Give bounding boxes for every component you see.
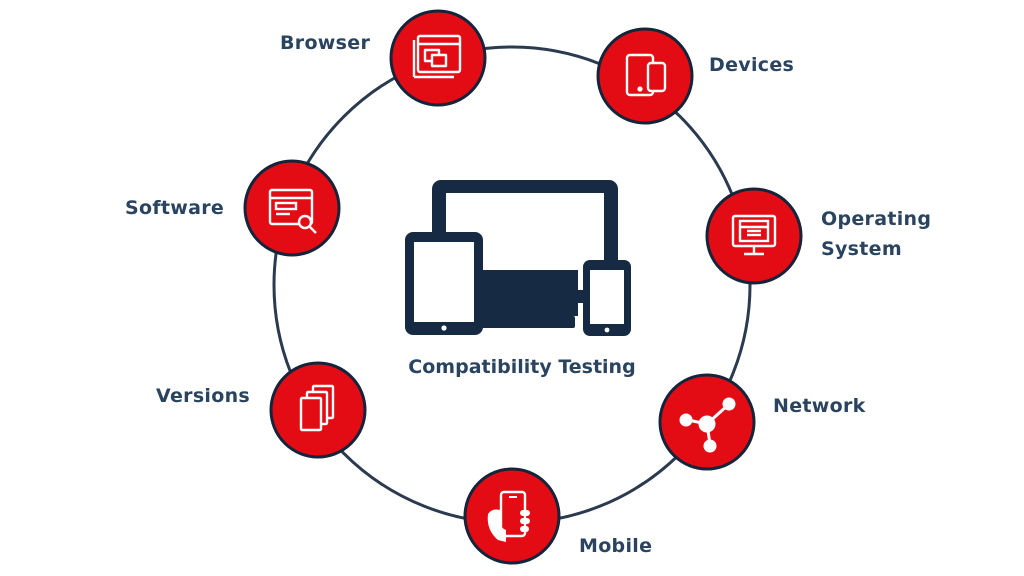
label-software: Software [125, 197, 225, 219]
label-operating-system-line1: Operating [821, 208, 932, 230]
node-software [243, 159, 341, 257]
node-devices [596, 27, 694, 125]
node-operating-system [705, 187, 803, 285]
browser-windows-icon [412, 34, 462, 79]
diagram-title: Compatibility Testing [408, 356, 636, 378]
network-nodes-icon [679, 397, 736, 453]
node-mobile [463, 467, 561, 565]
node-versions [269, 361, 367, 459]
multi-device-icon [405, 180, 631, 336]
hand-phone-icon [487, 490, 530, 542]
label-mobile: Mobile [579, 535, 653, 557]
label-versions: Versions [156, 385, 251, 407]
tablet-phone-icon [625, 53, 667, 97]
monitor-window-icon [731, 214, 777, 256]
label-browser: Browser [280, 32, 371, 54]
label-operating-system-line2: System [821, 238, 902, 260]
label-network: Network [773, 395, 866, 417]
stacked-pages-icon [299, 384, 335, 432]
node-network [658, 373, 756, 471]
window-search-icon [268, 188, 317, 234]
node-browser [389, 9, 487, 107]
label-devices: Devices [709, 54, 795, 76]
